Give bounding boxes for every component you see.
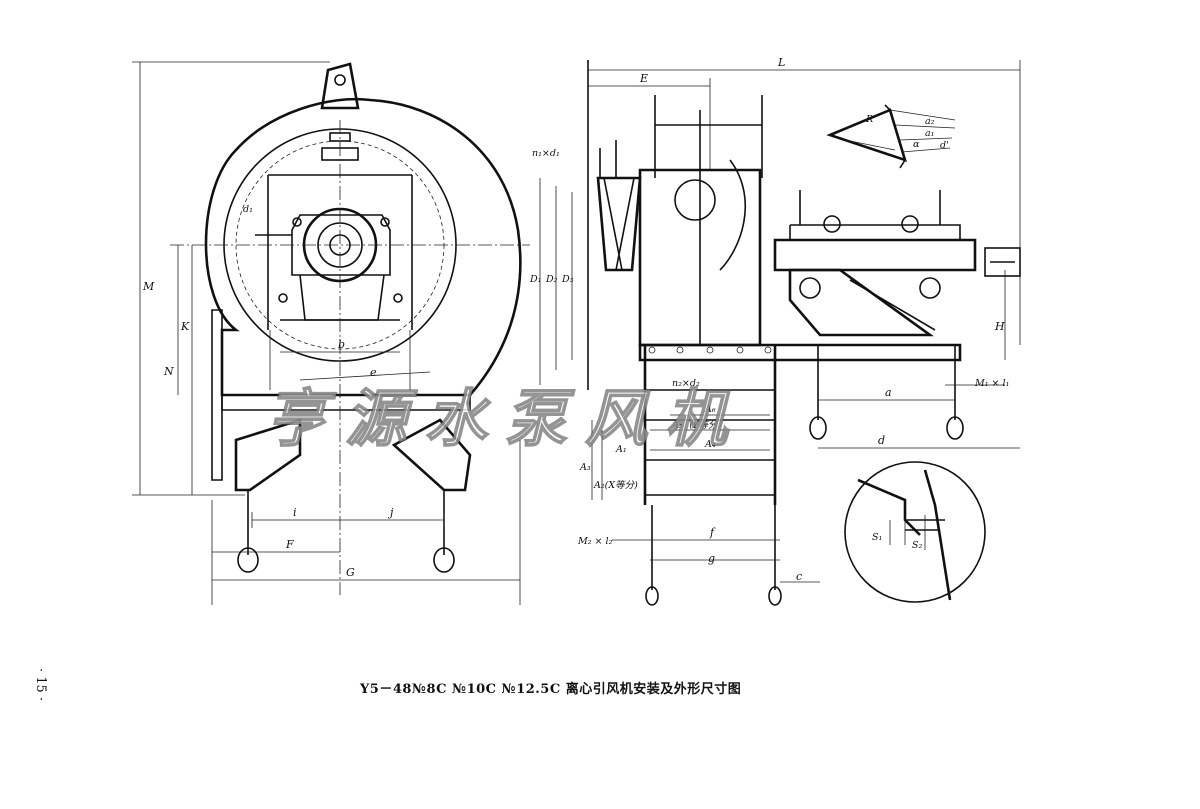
- label-M2l2: M₂ × l₂: [577, 536, 613, 547]
- volute-casing: [204, 97, 522, 397]
- label-A5: A₅（Y等分）: [671, 419, 727, 431]
- label-N: N: [163, 365, 174, 378]
- label-alpha: α: [913, 139, 920, 150]
- label-G: G: [346, 566, 355, 579]
- base-frame: [643, 345, 777, 505]
- label-a1: a₁: [925, 128, 934, 139]
- label-d-prime: d': [940, 140, 949, 151]
- label-A4: A₄: [704, 439, 716, 450]
- support-left: [234, 418, 302, 492]
- label-d1: d₁: [243, 204, 253, 215]
- label-S1: S₁: [872, 532, 882, 543]
- label-a: a: [885, 386, 892, 399]
- label-D2: D₂: [545, 274, 558, 285]
- inlet-cone: [596, 176, 642, 272]
- label-R: R: [865, 114, 873, 125]
- frame-support: [788, 268, 935, 337]
- detail-marker-circle: [674, 179, 716, 221]
- label-D3: D₃: [561, 274, 574, 285]
- label-b: b: [338, 338, 345, 351]
- label-S2: S₂: [912, 540, 923, 551]
- label-d: d: [878, 434, 885, 447]
- shaft-end: [984, 247, 1021, 277]
- support-right: [391, 418, 472, 492]
- label-A2: A₂(X等分): [593, 479, 638, 491]
- label-M1l1: M₁ × l₁: [974, 378, 1009, 389]
- label-n1d1: n₁×d₁: [532, 148, 560, 159]
- label-A6: A₆: [704, 404, 716, 415]
- inlet-flange: [211, 309, 223, 481]
- label-g: g: [708, 552, 715, 565]
- front-view: M N K b e d₁ i j F G: [132, 61, 530, 605]
- label-H: H: [994, 320, 1005, 333]
- figure-caption: Y5－48№8C №10C №12.5C 离心引风机安装及外形尺寸图: [360, 682, 742, 697]
- page-number: · 15 ·: [33, 668, 48, 702]
- label-j: j: [387, 506, 394, 519]
- detail-clearance: S₁ S₂: [844, 461, 986, 603]
- label-F: F: [285, 538, 294, 551]
- base-channel: [638, 343, 962, 362]
- label-A1: A₁: [615, 444, 627, 455]
- detail-impeller: R a₂ a₁ α d': [826, 104, 956, 169]
- hanger-lug: [320, 62, 360, 110]
- label-n2d2: n₂×d₂: [672, 378, 700, 389]
- side-view: E L n₁×d₁ D₁ D₂ D₃ H M₁ × l₁ a d n₂×d₂ A…: [529, 56, 1021, 606]
- bearing-frame: [773, 238, 977, 272]
- label-e: e: [370, 366, 377, 379]
- watermark-text: 亨源水泵风机: [265, 382, 745, 455]
- label-M: M: [142, 280, 155, 293]
- label-D1: D₁: [529, 274, 541, 285]
- label-E: E: [639, 72, 648, 85]
- detail-circle: [844, 461, 986, 603]
- label-A3: A₃: [579, 462, 591, 473]
- label-c: c: [796, 570, 802, 583]
- label-K: K: [180, 320, 190, 333]
- label-a2: a₂: [925, 116, 935, 127]
- label-i: i: [293, 506, 297, 519]
- label-f: f: [709, 526, 716, 539]
- label-L: L: [777, 56, 785, 69]
